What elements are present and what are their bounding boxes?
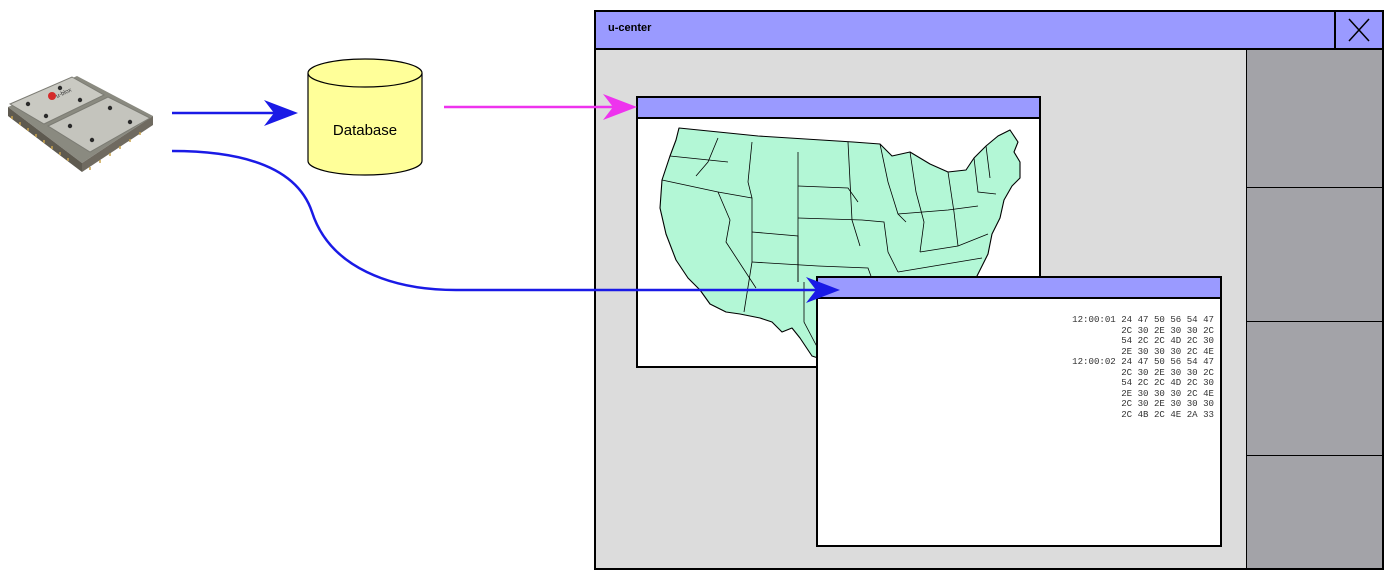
u-center-title: u-center [608,22,652,34]
map-view-title-bar[interactable] [638,98,1039,119]
u-blox-logo-icon [48,92,56,100]
toolbar-divider [1247,321,1382,322]
toolbar-divider [1247,187,1382,188]
toolbar-divider [1247,455,1382,456]
gnss-module-chip: u-blox [0,60,160,180]
hex-log-text: 12:00:01 24 47 50 56 54 47 2C 30 2E 30 3… [1072,314,1214,420]
database-cylinder: Database [300,55,430,180]
u-center-title-bar[interactable]: u-center [596,12,1382,50]
hex-log-title-bar[interactable] [818,278,1220,299]
close-icon [1348,18,1370,42]
right-toolbar-panel [1246,50,1382,568]
hex-log-window: 12:00:01 24 47 50 56 54 47 2C 30 2E 30 3… [816,276,1222,547]
arrow-chip-to-database [172,100,298,126]
database-label: Database [333,122,397,139]
close-button[interactable] [1334,12,1382,48]
